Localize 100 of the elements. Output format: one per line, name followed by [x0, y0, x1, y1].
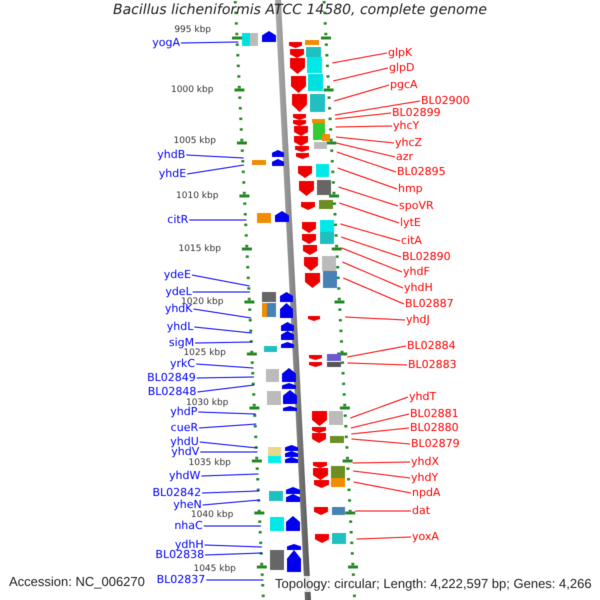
- gene-label: yhdT: [409, 390, 436, 403]
- gene-label: glpK: [388, 46, 412, 59]
- gene-label: cueR: [170, 421, 198, 434]
- leader-line: [198, 424, 257, 428]
- leader-line: [332, 68, 388, 82]
- leader-line: [338, 202, 400, 224]
- gene-label: BL02895: [397, 165, 446, 178]
- leader-line: [334, 112, 392, 120]
- leader-line: [193, 308, 252, 318]
- gene-label: yhdW: [169, 469, 200, 482]
- leader-line: [342, 262, 404, 288]
- leader-line: [337, 168, 398, 190]
- scale-label: 1000 kbp: [171, 85, 214, 95]
- leader-line: [204, 544, 262, 548]
- gene-label: BL02887: [405, 297, 454, 310]
- leader-line: [199, 442, 258, 448]
- gene-label: BL02880: [410, 421, 459, 434]
- gene-label: yoxA: [412, 530, 439, 543]
- gene-label: ydeE: [164, 268, 191, 281]
- leader-line: [191, 274, 250, 286]
- leader-line: [346, 346, 406, 358]
- gene-label: yhdJ: [406, 313, 430, 326]
- leader-line: [202, 490, 260, 494]
- gene-label: citR: [167, 213, 188, 226]
- title: Bacillus licheniformis ATCC 14580, complete genome: [112, 2, 488, 19]
- leader-line: [336, 142, 396, 158]
- leader-line: [350, 396, 408, 418]
- gene-label: BL02884: [407, 339, 456, 352]
- leader-line: [202, 500, 260, 506]
- leader-line: [342, 278, 404, 304]
- leader-line: [341, 248, 402, 272]
- leader-line: [336, 136, 394, 144]
- scale-label: 1030 kbp: [186, 398, 228, 408]
- gene-label: BL02881: [410, 407, 459, 420]
- gene-label: BL02842: [152, 486, 202, 499]
- gene-label: glpD: [389, 61, 414, 74]
- gene-label: yhdY: [411, 471, 438, 484]
- gene-label: yhdE: [158, 167, 186, 180]
- gene-label: sigM: [168, 336, 194, 349]
- leader-line: [198, 412, 256, 414]
- gene-label: yhdB: [157, 148, 186, 161]
- gene-label: hmp: [398, 182, 423, 195]
- gene-label: ydeL: [165, 285, 192, 298]
- leader-line: [354, 510, 412, 512]
- gene-label: BL02837: [156, 573, 206, 586]
- leader-line: [347, 362, 408, 366]
- gene-label: BL02848: [148, 385, 196, 398]
- gene-label: BL02838: [155, 548, 204, 561]
- gene-label: yhcY: [393, 119, 420, 132]
- scale-label: 1045 kbp: [193, 564, 236, 574]
- gene-label: BL02899: [392, 106, 441, 119]
- leader-line: [196, 376, 254, 378]
- gene-label: yrkC: [170, 357, 196, 370]
- leader-line: [335, 126, 392, 128]
- gene-label: yhdH: [404, 281, 433, 294]
- scale-label: 1005 kbp: [174, 136, 216, 146]
- leader-line: [356, 536, 412, 540]
- leader-line: [352, 462, 410, 464]
- leader-line: [352, 470, 410, 478]
- leader-line: [196, 384, 255, 392]
- leader-line: [340, 236, 402, 258]
- gene-label: BL02883: [408, 358, 457, 371]
- gene-label: dat: [412, 504, 430, 517]
- leader-line: [350, 414, 410, 428]
- gene-label: azr: [396, 150, 414, 163]
- gene-label: citA: [401, 234, 422, 247]
- leader-line: [186, 154, 244, 158]
- leader-line: [334, 84, 390, 102]
- gene-label: yhdF: [403, 265, 430, 278]
- leader-line: [204, 552, 263, 556]
- gene-label: yhdL: [166, 320, 194, 333]
- leader-line: [200, 474, 259, 476]
- scale-label: 1010 kbp: [176, 191, 218, 201]
- gene-label: BL02849: [147, 371, 196, 384]
- leader-line: [350, 428, 410, 434]
- gene-label: BL02890: [402, 250, 451, 263]
- leader-line: [334, 100, 420, 116]
- scale-label: 1025 kbp: [183, 348, 226, 358]
- gene-label: yhdP: [170, 405, 198, 418]
- gene-label: yhdU: [170, 435, 199, 448]
- gene-label: nhaC: [174, 519, 203, 532]
- scale-label: 995 kbp: [174, 25, 211, 35]
- gene-label: yheN: [173, 498, 202, 511]
- leader-line: [338, 186, 398, 206]
- leader-line: [194, 326, 252, 334]
- scale-label: 1035 kbp: [188, 458, 231, 468]
- leader-line: [186, 164, 244, 174]
- genome-summary-text: Topology: circular; Length: 4,222,597 bp; Genes: 4,266: [275, 576, 592, 592]
- leader-line: [353, 482, 412, 494]
- gene-label: yhdX: [411, 455, 439, 468]
- scale-label: 1040 kbp: [190, 510, 234, 520]
- leader-line: [196, 364, 254, 368]
- leader-line: [336, 152, 396, 172]
- gene-label: BL02879: [411, 437, 460, 450]
- leader-line: [340, 224, 400, 242]
- gene-label: npdA: [412, 486, 440, 499]
- gene-label: ydhH: [174, 538, 204, 551]
- gene-label: spoVR: [399, 199, 434, 212]
- gene-label: yogA: [152, 36, 180, 49]
- gene-label: yhdK: [164, 302, 193, 315]
